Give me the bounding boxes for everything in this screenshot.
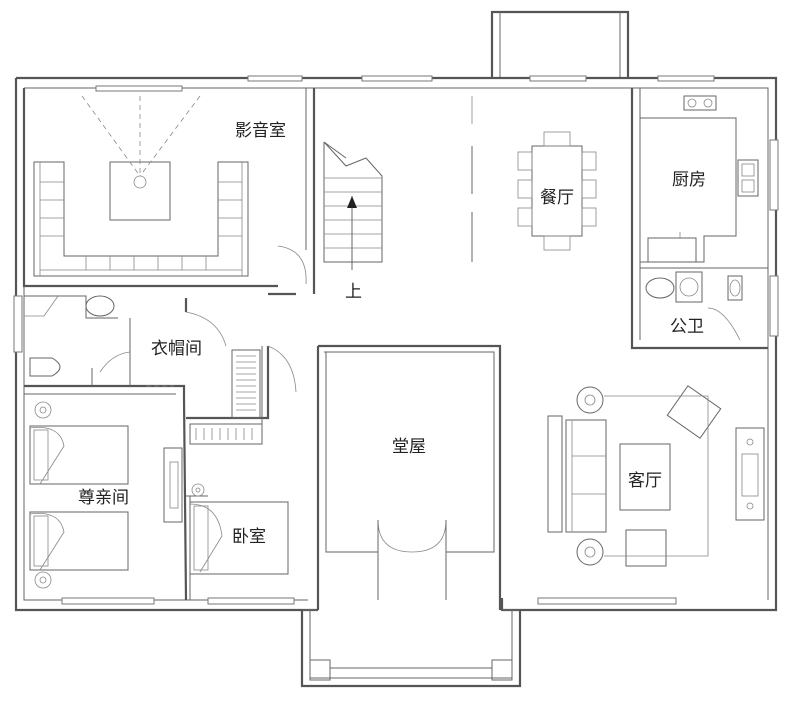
elder-room-label: 尊亲间 [78, 488, 129, 508]
bedroom-label: 卧室 [232, 527, 266, 547]
theater-seating [33, 95, 249, 277]
bath-fixtures [24, 271, 743, 377]
kitchen-label: 厨房 [672, 170, 706, 190]
theater-label: 影音室 [235, 121, 286, 141]
stair-up-label: 上 [345, 282, 362, 302]
elder-room-furniture [29, 401, 183, 589]
cloakroom-label: 衣帽间 [151, 339, 202, 359]
interior-walls [22, 88, 768, 610]
dining-label: 餐厅 [540, 188, 574, 208]
living-furniture [547, 385, 765, 567]
staircase [323, 141, 383, 270]
hall-label: 堂屋 [392, 437, 426, 457]
cloakroom-racks [146, 245, 307, 445]
public-bath-label: 公卫 [670, 317, 704, 337]
windows [13, 75, 779, 605]
hall-doors [377, 519, 447, 553]
bedroom-furniture [189, 483, 289, 575]
dining-table [517, 131, 597, 251]
living-label: 客厅 [628, 471, 662, 491]
kitchen-fixtures [647, 95, 759, 263]
